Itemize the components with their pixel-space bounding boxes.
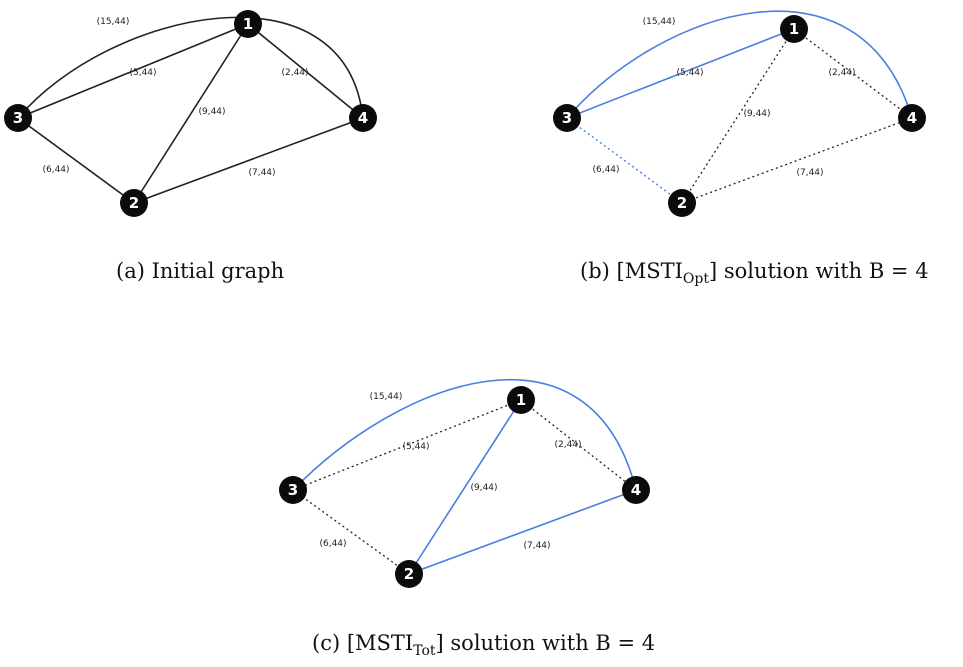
node-2 xyxy=(668,189,696,217)
panel-a-initial-graph: (5,44) (15,44) (2,44) (9,44) (6,44) (7,44) 1 2… xyxy=(4,10,377,283)
edge-label-34: (15,44) xyxy=(97,17,130,27)
edge-label-14: (2,44) xyxy=(554,440,581,450)
panel-c-edge-labels: (5,44) (15,44) (2,44) (9,44) (6,44) (7,44) xyxy=(319,392,581,551)
edge-24 xyxy=(133,117,364,204)
edge-13 xyxy=(17,23,249,119)
node-label-1: 1 xyxy=(516,391,526,409)
edge-label-13: (5,44) xyxy=(676,68,703,78)
edge-label-14: (2,44) xyxy=(281,68,308,78)
edge-label-13: (5,44) xyxy=(129,68,156,78)
node-label-2: 2 xyxy=(129,194,139,212)
edge-24 xyxy=(681,117,913,204)
node-4 xyxy=(898,104,926,132)
node-2 xyxy=(395,560,423,588)
edge-14 xyxy=(520,399,637,491)
panel-a-edges xyxy=(17,16,364,204)
edge-23 xyxy=(292,489,410,575)
edge-label-24: (7,44) xyxy=(523,541,550,551)
edge-label-23: (6,44) xyxy=(42,165,69,175)
node-2 xyxy=(120,189,148,217)
node-label-3: 3 xyxy=(288,481,298,499)
panel-a-caption: (a) Initial graph xyxy=(116,259,284,283)
edge-13 xyxy=(566,28,795,119)
node-label-4: 4 xyxy=(358,109,368,127)
edge-label-24: (7,44) xyxy=(248,168,275,178)
panel-b-caption: (b) [MSTIOpt] solution with B = 4 xyxy=(580,259,929,287)
edge-12 xyxy=(681,28,795,204)
node-1 xyxy=(780,15,808,43)
node-label-3: 3 xyxy=(13,109,23,127)
node-label-2: 2 xyxy=(677,194,687,212)
edge-23 xyxy=(17,117,135,204)
edge-label-12: (9,44) xyxy=(198,107,225,117)
edge-label-24: (7,44) xyxy=(796,168,823,178)
node-label-1: 1 xyxy=(789,20,799,38)
edge-label-14: (2,44) xyxy=(828,68,855,78)
node-4 xyxy=(622,476,650,504)
edge-12 xyxy=(408,399,522,575)
node-3 xyxy=(4,104,32,132)
edge-14 xyxy=(247,23,364,119)
panel-b-nodes: 1 2 3 4 xyxy=(553,15,926,217)
edge-13 xyxy=(292,399,522,491)
node-4 xyxy=(349,104,377,132)
node-3 xyxy=(553,104,581,132)
edge-label-12: (9,44) xyxy=(743,109,770,119)
panel-a-edge-labels: (5,44) (15,44) (2,44) (9,44) (6,44) (7,44) xyxy=(42,17,308,178)
edge-34 xyxy=(566,10,913,119)
edge-23 xyxy=(566,117,683,204)
edge-34 xyxy=(17,16,364,119)
panel-a-nodes: 1 2 3 4 xyxy=(4,10,377,217)
panel-c-msti-tot-solution: (5,44) (15,44) (2,44) (9,44) (6,44) (7,44) 1 2… xyxy=(279,379,655,659)
node-label-2: 2 xyxy=(404,565,414,583)
panel-b-edges xyxy=(566,10,913,204)
edge-12 xyxy=(133,23,249,204)
edge-label-34: (15,44) xyxy=(370,392,403,402)
edge-24 xyxy=(408,489,637,575)
node-label-4: 4 xyxy=(631,481,641,499)
edge-label-34: (15,44) xyxy=(643,17,676,27)
edge-label-12: (9,44) xyxy=(470,483,497,493)
panel-c-nodes: 1 2 3 4 xyxy=(279,386,650,588)
panel-b-edge-labels: (5,44) (15,44) (2,44) (9,44) (6,44) (7,44) xyxy=(592,17,855,178)
panel-c-caption: (c) [MSTITot] solution with B = 4 xyxy=(312,631,655,659)
panel-b-msti-opt-solution: (5,44) (15,44) (2,44) (9,44) (6,44) (7,44) 1 2… xyxy=(553,10,929,287)
edge-34 xyxy=(292,379,637,491)
edge-label-13: (5,44) xyxy=(402,442,429,452)
node-label-1: 1 xyxy=(243,15,253,33)
edge-label-23: (6,44) xyxy=(592,165,619,175)
panel-c-edges xyxy=(292,379,637,575)
node-3 xyxy=(279,476,307,504)
node-1 xyxy=(234,10,262,38)
node-label-4: 4 xyxy=(907,109,917,127)
node-1 xyxy=(507,386,535,414)
node-label-3: 3 xyxy=(562,109,572,127)
edge-label-23: (6,44) xyxy=(319,539,346,549)
